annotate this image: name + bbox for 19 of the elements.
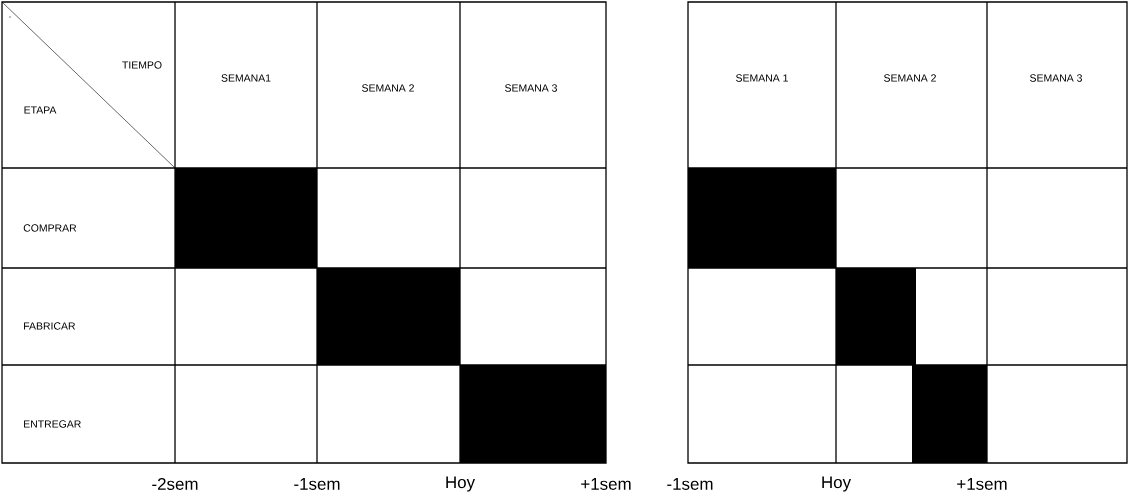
time-label: -1sem — [294, 478, 340, 490]
column-header: SEMANA 1 — [736, 74, 788, 82]
row-header: FABRICAR — [24, 322, 76, 330]
row-header: COMPRAR — [23, 224, 77, 232]
dot-mark: . — [9, 16, 11, 18]
column-header: SEMANA1 — [221, 74, 271, 82]
row-header: ENTREGAR — [24, 420, 81, 428]
time-label: +1sem — [581, 478, 631, 490]
column-header: SEMANA 3 — [1030, 74, 1082, 82]
time-label: +1sem — [957, 478, 1007, 490]
column-header: SEMANA 3 — [505, 84, 557, 92]
column-header: SEMANA 2 — [884, 74, 936, 82]
time-label: -1sem — [667, 478, 713, 490]
row-axis-label: ETAPA — [24, 106, 57, 114]
time-label: Hoy — [822, 476, 852, 492]
time-label: Hoy — [446, 476, 476, 492]
column-axis-label: TIEMPO — [122, 61, 162, 69]
column-header: SEMANA 2 — [362, 84, 414, 92]
time-label: -2sem — [152, 478, 198, 490]
